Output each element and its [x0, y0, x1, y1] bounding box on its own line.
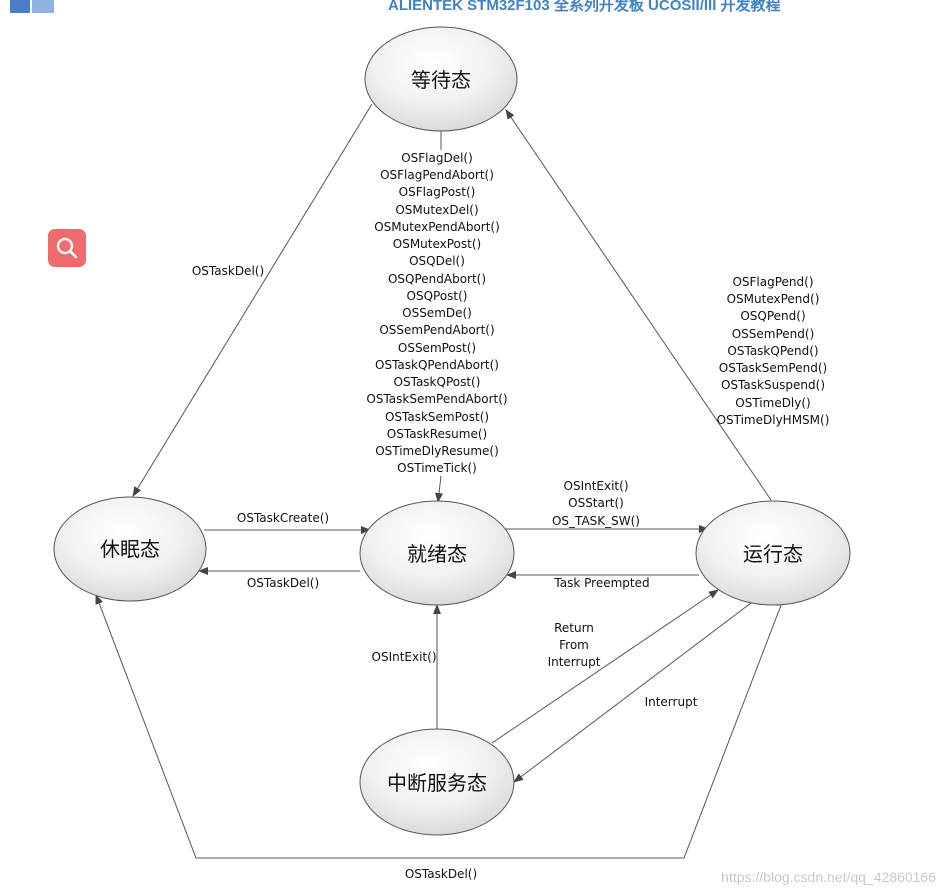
list-item: OSTimeTick(): [397, 461, 477, 475]
state-running-label: 运行态: [743, 542, 803, 566]
label-isr-to-ready: OSIntExit(): [372, 650, 437, 664]
label-running-to-ready: Task Preempted: [553, 576, 649, 590]
label-ready-to-dormant: OSTaskDel(): [247, 576, 319, 590]
state-waiting-label: 等待态: [411, 68, 471, 92]
list-item: OSFlagPost(): [399, 185, 476, 199]
header-title: ALIENTEK STM32F103 全系列开发板 UCOSII/III 开发教…: [388, 0, 781, 14]
state-isr-label: 中断服务态: [387, 771, 487, 795]
label-running-to-waiting-list: OSFlagPend() OSMutexPend() OSQPend() OSS…: [717, 275, 830, 427]
list-item: OSStart(): [568, 496, 624, 510]
edge-running-to-waiting: [505, 109, 772, 501]
label-ready-to-running: OSIntExit() OSStart() OS_TASK_SW(): [552, 479, 640, 528]
list-item: Return: [554, 621, 594, 635]
search-icon: [56, 237, 78, 259]
list-item: OSMutexDel(): [395, 203, 478, 217]
list-item: OSMutexPost(): [393, 237, 481, 251]
list-item: OSTaskSemPendAbort(): [366, 392, 507, 406]
list-item: OSTaskSemPost(): [385, 410, 489, 424]
header-block-light: [32, 0, 54, 13]
list-item: OSSemPost(): [398, 341, 476, 355]
edge-running-to-dormant: [95, 594, 784, 859]
list-item: OSTimeDlyHMSM(): [717, 413, 830, 427]
state-ready-label: 就绪态: [407, 542, 467, 566]
list-item: OSQDel(): [409, 254, 465, 268]
state-ready: 就绪态: [359, 500, 515, 606]
list-item: OSMutexPend(): [727, 292, 820, 306]
state-dormant: 休眠态: [53, 496, 207, 602]
edge-running-to-isr: [513, 599, 756, 783]
list-item: OSTimeDlyResume(): [375, 444, 499, 458]
watermark-url: https://blog.csdn.net/qq_42860166: [721, 869, 936, 885]
list-item: OSTaskSemPend(): [719, 361, 827, 375]
edge-isr-to-running: [491, 589, 719, 744]
list-item: OSTaskQPost(): [394, 375, 481, 389]
list-item: OSFlagDel(): [401, 151, 473, 165]
label-dormant-to-ready: OSTaskCreate(): [237, 511, 329, 525]
list-item: OSQPost(): [407, 289, 468, 303]
state-isr: 中断服务态: [359, 728, 515, 836]
state-running: 运行态: [695, 500, 851, 606]
list-item: Interrupt: [548, 655, 601, 669]
list-item: From: [559, 638, 589, 652]
list-item: OSQPend(): [740, 309, 805, 323]
header-block-dark: [10, 0, 30, 13]
list-item: OS_TASK_SW(): [552, 514, 640, 528]
label-isr-to-running: Return From Interrupt: [548, 621, 601, 669]
list-item: OSIntExit(): [564, 479, 629, 493]
label-running-to-dormant: OSTaskDel(): [405, 867, 477, 881]
search-button[interactable]: [48, 229, 86, 267]
list-item: OSSemDe(): [402, 306, 472, 320]
list-item: OSQPendAbort(): [388, 272, 486, 286]
label-waiting-to-ready-list: OSFlagDel() OSFlagPendAbort() OSFlagPost…: [366, 151, 507, 475]
list-item: OSSemPendAbort(): [379, 323, 494, 337]
list-item: OSFlagPendAbort(): [380, 168, 494, 182]
list-item: OSTimeDly(): [735, 396, 810, 410]
label-waiting-to-dormant: OSTaskDel(): [192, 264, 264, 278]
list-item: OSTaskQPend(): [727, 344, 818, 358]
edge-waiting-to-ready: [435, 475, 444, 503]
list-item: OSTaskQPendAbort(): [375, 358, 499, 372]
edge-waiting-to-dormant: [132, 103, 373, 497]
list-item: OSFlagPend(): [732, 275, 813, 289]
list-item: OSSemPend(): [732, 327, 815, 341]
state-dormant-label: 休眠态: [100, 537, 160, 561]
list-item: OSMutexPendAbort(): [374, 220, 500, 234]
state-waiting: 等待态: [364, 26, 518, 132]
list-item: OSTaskSuspend(): [721, 378, 825, 392]
list-item: OSTaskResume(): [387, 427, 487, 441]
label-running-to-isr: Interrupt: [645, 695, 698, 709]
